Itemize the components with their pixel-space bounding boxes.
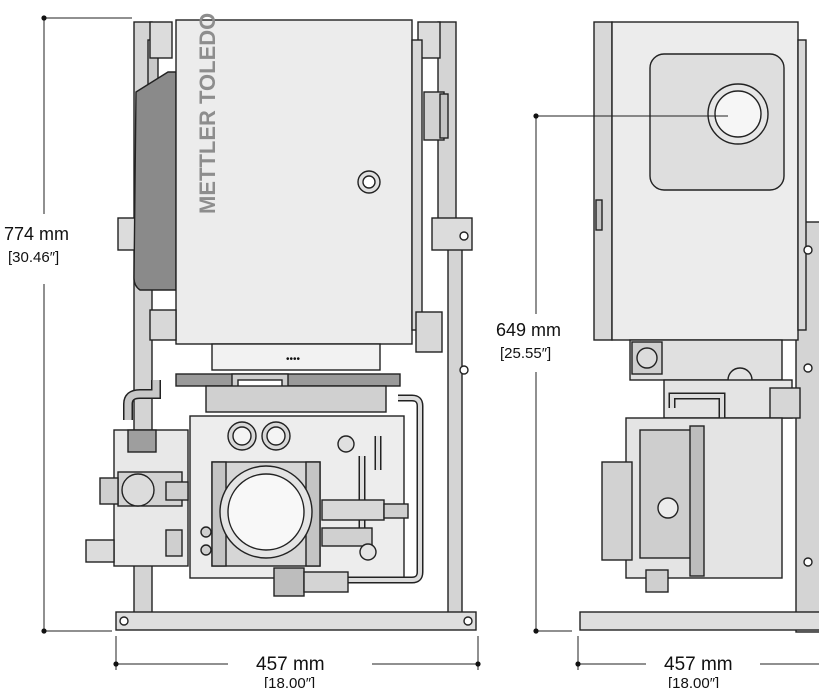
dimension-endpoints	[41, 15, 581, 667]
dimension-lines	[43, 17, 819, 670]
brand-logo-text: METTLER TOLEDO	[195, 13, 220, 214]
side-height-mm-label: 649 mm	[496, 320, 561, 340]
side-width-inch-label: [18.00″]	[668, 675, 719, 688]
side-view	[579, 21, 819, 633]
front-height-inch-label: [30.46″]	[8, 249, 59, 266]
front-width-inch-label: [18.00″]	[264, 675, 315, 688]
front-view	[85, 19, 477, 631]
side-height-inch-label: [25.55″]	[500, 345, 551, 362]
front-panel-indicator-dots: ••••	[286, 354, 301, 365]
front-width-mm-label: 457 mm	[256, 654, 325, 675]
side-width-mm-label: 457 mm	[664, 654, 733, 675]
front-height-mm-label: 774 mm	[4, 224, 69, 244]
